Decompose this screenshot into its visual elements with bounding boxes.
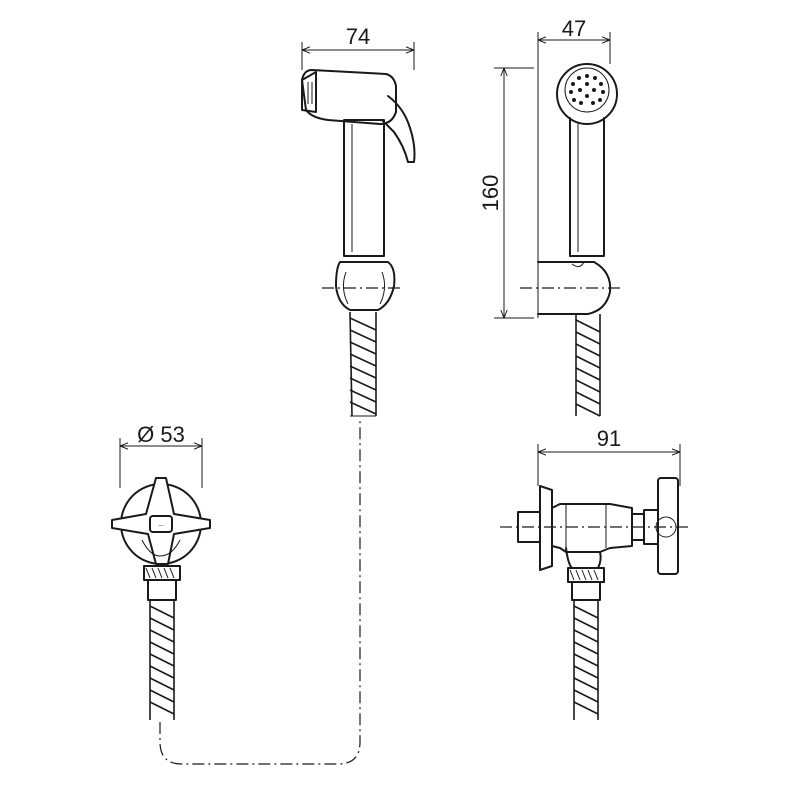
handset-side-view: 47 160 [478,16,620,417]
dimension-handset-height: 160 [478,67,534,319]
valve-side-handle [657,477,679,575]
handset-front-view: 74 [301,24,416,417]
valve-hose-side [573,600,599,720]
dimension-label-d53: Ø 53 [137,422,185,447]
dimension-label-91: 91 [597,426,621,451]
dimension-label-74: 74 [346,24,370,49]
handset-head [301,69,397,125]
dimension-handset-width: 74 [301,24,415,70]
handset-nozzle-face [301,71,317,113]
dimension-handset-depth: 47 [537,16,611,64]
dimension-valve-diameter: Ø 53 [119,422,203,488]
dimension-label-160: 160 [478,175,503,212]
valve-front-view: Ø 53 — [111,422,211,720]
valve-hose-front [149,600,175,720]
handset-handle [343,119,385,257]
spray-holes [569,74,605,105]
spray-head [556,63,618,125]
valve-wall-flange [539,485,553,571]
valve-side-view: 91 [500,426,690,720]
handset-hose-front [349,311,377,417]
handle-logo-mark: — [159,523,164,529]
dimension-valve-depth: 91 [537,426,681,486]
handset-wall-holder [335,261,396,311]
hose-connection-line [159,418,361,765]
valve-body [551,503,633,553]
side-wall-holder [537,261,612,315]
dimension-label-47: 47 [562,16,586,41]
handset-hose-side [575,314,601,417]
side-handle [569,117,605,257]
handset-trigger-lever [381,95,416,163]
